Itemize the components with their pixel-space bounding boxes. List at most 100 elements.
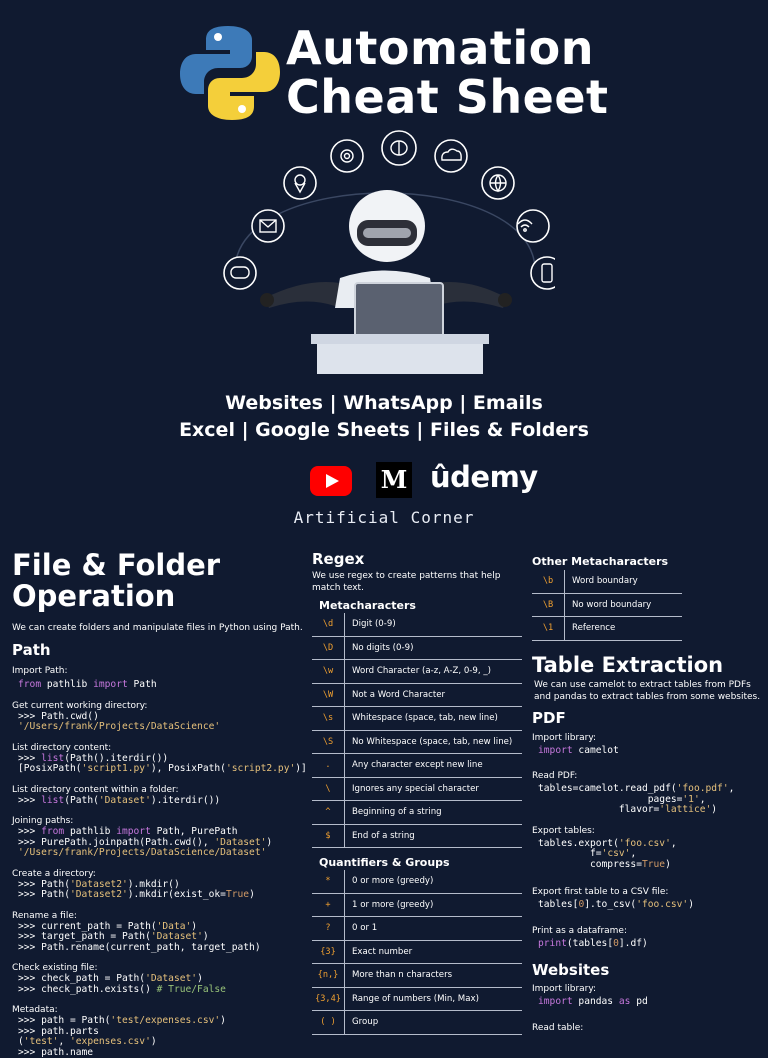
code-block: print(tables[0].df): [538, 937, 648, 949]
brand-logos: M ûdemy: [310, 460, 538, 502]
title-line-2: Cheat Sheet: [286, 70, 609, 124]
brand-name: Artificial Corner: [293, 508, 475, 527]
regex-row: $End of a string: [312, 824, 522, 848]
exists-label: Check existing file:: [12, 963, 98, 973]
code-block: >>> from pathlib import Path, PurePath >…: [18, 826, 273, 858]
regex-description: 1 or more (greedy): [344, 893, 522, 917]
regex-row: {n,}More than n characters: [312, 963, 522, 988]
medium-icon[interactable]: M: [376, 462, 412, 498]
regex-symbol: ( ): [312, 1010, 345, 1035]
metacharacters-title: Metacharacters: [319, 599, 416, 612]
udemy-icon[interactable]: ûdemy: [430, 460, 538, 494]
regex-symbol: \d: [312, 613, 345, 637]
icon-ring: [223, 130, 555, 290]
mkdir-label: Create a directory:: [12, 868, 96, 879]
import-path-label: Import Path:: [12, 666, 68, 676]
regex-description: 0 or 1: [344, 916, 522, 941]
regex-symbol: \W: [312, 683, 345, 707]
regex-symbol: $: [312, 824, 345, 848]
regex-description: Range of numbers (Min, Max): [344, 987, 522, 1011]
regex-description: Exact number: [344, 940, 522, 964]
regex-description: Word Character (a-z, A-Z, 0-9, _): [344, 659, 522, 684]
title-line-1: Automation: [286, 21, 595, 75]
regex-symbol: \: [312, 777, 345, 801]
rename-label: Rename a file:: [12, 910, 77, 921]
regex-symbol: {n,}: [312, 963, 345, 988]
pdf-title: PDF: [532, 708, 566, 727]
regex-symbol: \D: [312, 636, 345, 660]
read-table-label: Read table:: [532, 1022, 584, 1033]
regex-row: *0 or more (greedy): [312, 870, 522, 894]
phone-icon: [530, 256, 555, 290]
regex-description: No word boundary: [564, 593, 682, 617]
regex-row: ?0 or 1: [312, 916, 522, 941]
quantifiers-title: Quantifiers & Groups: [319, 856, 450, 869]
regex-description: Beginning of a string: [344, 800, 522, 825]
regex-symbol: ?: [312, 916, 345, 941]
code-block: tables.export('foo.csv', f='csv', compre…: [538, 837, 677, 870]
regex-row: {3}Exact number: [312, 940, 522, 964]
regex-description: More than n characters: [344, 963, 522, 988]
regex-symbol: *: [312, 870, 345, 894]
regex-symbol: .: [312, 753, 345, 778]
wifi-icon: [516, 209, 550, 243]
regex-description: Reference: [564, 616, 682, 641]
regex-description: Group: [344, 1010, 522, 1035]
regex-description: Not a Word Character: [344, 683, 522, 707]
regex-title: Regex: [312, 550, 365, 568]
path-title: Path: [12, 641, 51, 659]
regex-symbol: {3,4}: [312, 987, 345, 1011]
regex-symbol: ^: [312, 800, 345, 825]
code-block: import camelot: [538, 744, 619, 756]
regex-symbol: \b: [532, 570, 565, 594]
regex-description: Any character except new line: [344, 753, 522, 778]
regex-description: End of a string: [344, 824, 522, 848]
web-import-label: Import library:: [532, 984, 597, 994]
export-tables-label: Export tables:: [532, 825, 595, 836]
mail-icon: [251, 209, 285, 243]
read-pdf-label: Read PDF:: [532, 771, 578, 781]
code-block: >>> Path('Dataset2').mkdir() >>> Path('D…: [18, 878, 255, 900]
import-library-label: Import library:: [532, 732, 597, 743]
topics-line-2: Excel | Google Sheets | Files & Folders: [179, 419, 589, 441]
listdir-label: List directory content:: [12, 742, 112, 753]
code-block: >>> list(Path().iterdir()) [PosixPath('s…: [18, 752, 307, 774]
cwd-label: Get current working directory:: [12, 700, 148, 711]
file-folder-column: File & Folder Operation We can create fo…: [12, 550, 307, 1058]
python-logo-icon: [180, 26, 280, 120]
regex-description: Word boundary: [564, 570, 682, 594]
regex-symbol: +: [312, 893, 345, 917]
regex-symbol: \s: [312, 706, 345, 731]
regex-symbol: \S: [312, 730, 345, 754]
regex-description: No Whitespace (space, tab, new line): [344, 730, 522, 754]
regex-row: ( )Group: [312, 1010, 522, 1035]
regex-description: No digits (0-9): [344, 636, 522, 660]
chat-icon: [223, 256, 257, 290]
regex-description: Digit (0-9): [344, 613, 522, 637]
code-block: >>> current_path = Path('Data') >>> targ…: [18, 920, 261, 953]
code-block: from pathlib import Path: [18, 679, 157, 690]
robot-illustration: [223, 130, 555, 374]
table-extraction-title: Table Extraction: [532, 652, 724, 677]
regex-description: Whitespace (space, tab, new line): [344, 706, 522, 731]
page-title: Automation Cheat Sheet: [286, 24, 609, 122]
file-folder-title: File & Folder Operation: [12, 548, 221, 613]
regex-row: .Any character except new line: [312, 753, 522, 778]
regex-row: {3,4}Range of numbers (Min, Max): [312, 987, 522, 1011]
table-extraction-intro: We can use camelot to extract tables fro…: [534, 679, 761, 702]
code-block: tables=camelot.read_pdf('foo.pdf', pages…: [538, 783, 735, 815]
regex-symbol: \w: [312, 659, 345, 684]
code-block: >>> Path.cwd() '/Users/frank/Projects/Da…: [18, 710, 221, 732]
location-icon: [283, 166, 317, 200]
youtube-icon[interactable]: [310, 466, 352, 496]
regex-row: ^Beginning of a string: [312, 800, 522, 825]
topics-line-1: Websites | WhatsApp | Emails: [225, 392, 543, 414]
regex-symbol: \B: [532, 593, 565, 617]
regex-intro: We use regex to create patterns that hel…: [312, 571, 501, 593]
regex-row: \Ignores any special character: [312, 777, 522, 801]
